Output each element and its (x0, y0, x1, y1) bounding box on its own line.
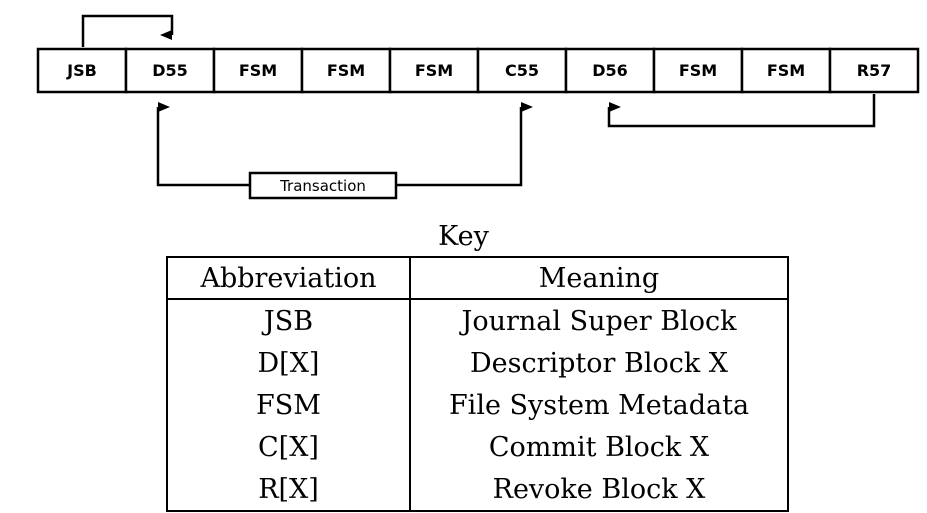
transaction-box (248, 171, 398, 200)
block-5 (476, 47, 568, 94)
block-label-d55: D55 (152, 61, 188, 80)
table-row: JSB Journal Super Block (167, 299, 788, 342)
journal-diagram: JSB D55 FSM FSM FSM C55 D56 FSM FSM R57 … (36, 14, 920, 200)
block-4 (388, 47, 480, 94)
block-0 (36, 47, 128, 94)
abbreviation-cell: C[X] (167, 426, 411, 468)
table-row: C[X] Commit Block X (167, 426, 788, 468)
block-2 (212, 47, 304, 94)
block-label-c55: C55 (505, 61, 539, 80)
block-6 (564, 47, 656, 94)
abbreviation-cell: R[X] (167, 468, 411, 511)
meaning-cell: File System Metadata (448, 389, 750, 421)
block-8 (740, 47, 832, 94)
table-row: FSM File System Metadata (167, 384, 788, 426)
transaction-to-c55-arrow (396, 102, 533, 187)
meaning-cell: Descriptor Block X (469, 347, 729, 379)
block-label-fsm: FSM (679, 61, 717, 80)
block-1 (124, 47, 216, 94)
block-9 (828, 47, 920, 94)
block-label-fsm: FSM (767, 61, 805, 80)
meaning-cell: Commit Block X (488, 431, 710, 463)
table-row: D[X] Descriptor Block X (167, 342, 788, 384)
block-7 (652, 47, 744, 94)
transaction-label: Transaction (279, 177, 366, 195)
transaction-to-d55-arrow (156, 102, 250, 187)
block-label-fsm: FSM (415, 61, 453, 80)
table-row: R[X] Revoke Block X (167, 468, 788, 511)
block-label-r57: R57 (857, 61, 892, 80)
block-strip: JSB D55 FSM FSM FSM C55 D56 FSM FSM R57 (36, 47, 920, 94)
abbreviation-cell: JSB (167, 299, 411, 342)
header-abbreviation: Abbreviation (167, 257, 411, 300)
meaning-cell: Journal Super Block (461, 305, 737, 337)
abbreviation-cell: FSM (167, 384, 411, 426)
block-label-jsb: JSB (66, 61, 97, 80)
key-title: Key (438, 221, 489, 252)
key-table: Abbreviation Meaning JSB Journal Super B… (166, 256, 789, 512)
jsb-to-d55-arrow (81, 14, 174, 47)
meaning-cell: Revoke Block X (492, 473, 706, 505)
r57-to-d56-arrow (607, 94, 876, 128)
header-meaning: Meaning (410, 257, 788, 300)
key-header-row: Abbreviation Meaning (167, 257, 788, 300)
block-label-d56: D56 (592, 61, 628, 80)
block-label-fsm: FSM (239, 61, 277, 80)
block-label-fsm: FSM (327, 61, 365, 80)
abbreviation-cell: D[X] (167, 342, 411, 384)
